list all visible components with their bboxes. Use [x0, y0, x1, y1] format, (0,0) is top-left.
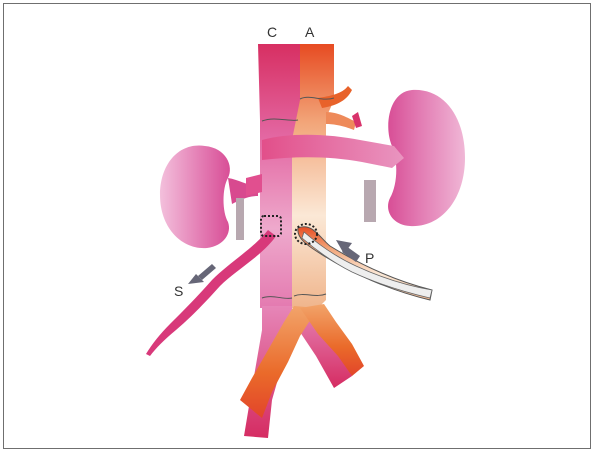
label-a: A: [305, 24, 315, 40]
label-c: C: [267, 24, 277, 40]
mesenteric-branch: [326, 112, 356, 130]
right-renal-vein: [246, 174, 262, 196]
gonadal-vein-s: [146, 230, 276, 356]
label-p: P: [365, 250, 374, 266]
left-kidney: [160, 146, 258, 249]
label-s: S: [174, 283, 183, 299]
